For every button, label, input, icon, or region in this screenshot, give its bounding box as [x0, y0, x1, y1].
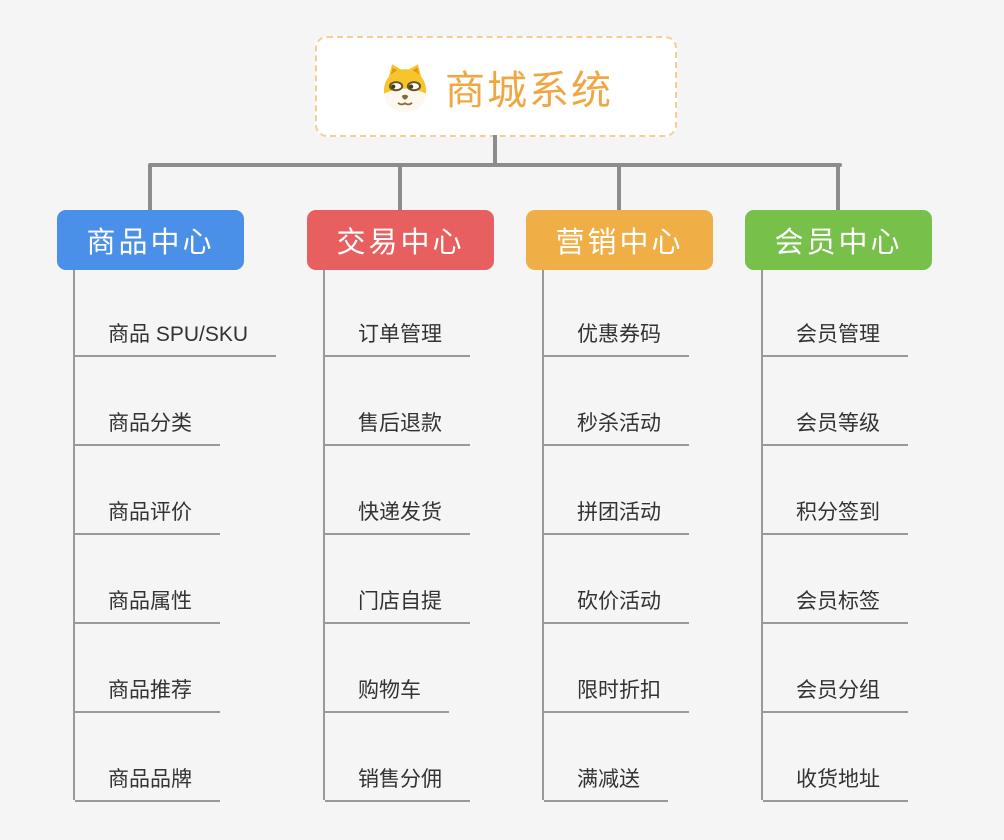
leaf-topic[interactable]: 会员分组	[763, 678, 908, 713]
leaf-topic[interactable]: 满减送	[544, 767, 668, 802]
leaf-topic[interactable]: 会员标签	[763, 589, 908, 624]
leaf-topic[interactable]: 商品品牌	[75, 767, 220, 802]
leaf-topic[interactable]: 会员管理	[763, 322, 908, 357]
leaf-topic[interactable]: 商品推荐	[75, 678, 220, 713]
leaf-topic[interactable]: 商品属性	[75, 589, 220, 624]
connector-stem-4	[836, 165, 840, 210]
leaf-topic[interactable]: 商品分类	[75, 411, 220, 446]
branch-children-trade-center: 订单管理 售后退款 快递发货 门店自提 购物车 销售分佣	[323, 270, 565, 802]
branch-children-member-center: 会员管理 会员等级 积分签到 会员标签 会员分组 收货地址	[761, 270, 1003, 802]
branch-children-marketing-center: 优惠券码 秒杀活动 拼团活动 砍价活动 限时折扣 满减送	[542, 270, 784, 802]
root-topic-label: 商城系统	[445, 68, 613, 113]
branch-topic-marketing-center[interactable]: 营销中心	[526, 210, 713, 270]
leaf-topic[interactable]: 快递发货	[325, 500, 470, 535]
leaf-topic[interactable]: 商品 SPU/SKU	[75, 322, 277, 357]
leaf-topic[interactable]: 购物车	[325, 678, 449, 713]
leaf-topic[interactable]: 门店自提	[325, 589, 470, 624]
leaf-topic[interactable]: 售后退款	[325, 411, 470, 446]
connector-stem-2	[398, 165, 402, 210]
root-topic[interactable]: 商城系统	[315, 36, 677, 137]
leaf-topic[interactable]: 销售分佣	[325, 767, 470, 802]
branch-topic-member-center[interactable]: 会员中心	[745, 210, 932, 270]
branch-topic-trade-center[interactable]: 交易中心	[307, 210, 494, 270]
branch-topic-product-center[interactable]: 商品中心	[57, 210, 244, 270]
leaf-topic[interactable]: 订单管理	[325, 322, 470, 357]
leaf-topic[interactable]: 砍价活动	[544, 589, 689, 624]
leaf-topic[interactable]: 拼团活动	[544, 500, 689, 535]
connector-stem-1	[148, 165, 152, 210]
connector-bus	[148, 163, 842, 167]
leaf-topic[interactable]: 收货地址	[763, 767, 908, 802]
leaf-topic[interactable]: 秒杀活动	[544, 411, 689, 446]
connector-stem-3	[617, 165, 621, 210]
leaf-topic[interactable]: 会员等级	[763, 411, 908, 446]
leaf-topic[interactable]: 限时折扣	[544, 678, 689, 713]
leaf-topic[interactable]: 优惠券码	[544, 322, 689, 357]
dog-face-icon	[383, 63, 427, 111]
leaf-topic[interactable]: 商品评价	[75, 500, 220, 535]
branch-children-product-center: 商品 SPU/SKU 商品分类 商品评价 商品属性 商品推荐 商品品牌	[73, 270, 315, 802]
leaf-topic[interactable]: 积分签到	[763, 500, 908, 535]
connector-root-stem	[493, 135, 497, 165]
